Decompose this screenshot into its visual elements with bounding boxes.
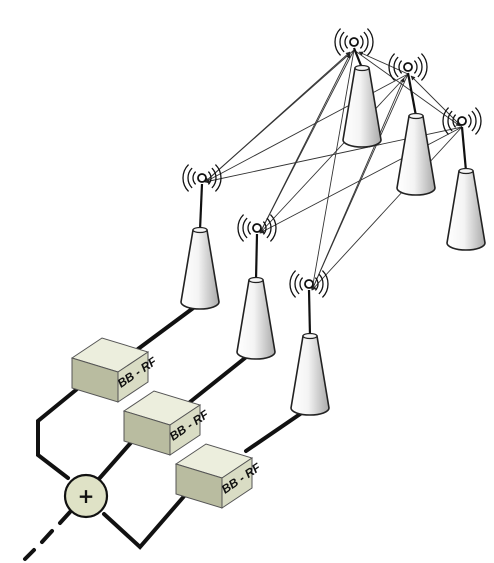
radio-waves-icon	[334, 28, 374, 56]
antenna-head-icon	[197, 173, 207, 183]
tower-top	[354, 64, 370, 72]
antenna-head-icon	[403, 62, 413, 72]
antenna-tower-back-2	[388, 53, 436, 196]
bb-rf-module-1: BB - RF	[70, 337, 160, 403]
antenna-head-icon	[457, 116, 467, 126]
module-face	[221, 457, 253, 509]
antenna-mast	[406, 72, 418, 117]
tower-body	[236, 279, 276, 360]
feed-line-1	[136, 301, 202, 351]
feed-lines	[36, 301, 308, 550]
tower-body	[180, 229, 220, 310]
tower-top	[302, 332, 318, 340]
radio-waves-icon	[388, 53, 428, 81]
antenna-mast	[198, 183, 204, 231]
radio-waves-icon	[289, 270, 329, 298]
tower-body	[396, 115, 436, 196]
tower-top	[458, 167, 474, 175]
tower-body	[446, 170, 486, 251]
antenna-head-icon	[304, 279, 314, 289]
radio-links	[204, 49, 463, 291]
antenna-tower-2	[236, 214, 277, 360]
combiner: +	[63, 473, 109, 519]
combiner-circle	[63, 473, 109, 519]
module-face	[169, 404, 201, 456]
radio-waves-icon	[182, 164, 222, 192]
bb-rf-module-3: BB - RF	[174, 443, 264, 509]
antenna-tower-1	[180, 164, 222, 310]
feed-line-3b	[102, 492, 188, 550]
feed-line-3	[244, 408, 308, 453]
input-line	[23, 510, 72, 561]
combiner-symbol: +	[78, 484, 95, 508]
antenna-towers	[180, 28, 486, 416]
antenna-tower-back-1	[334, 28, 382, 148]
feed-line-1b	[36, 383, 84, 480]
feed-line-2	[188, 352, 252, 404]
antenna-head-icon	[349, 37, 359, 47]
tower-body	[342, 67, 382, 148]
tower-top	[408, 112, 424, 120]
antenna-mast	[307, 289, 312, 337]
module-face	[117, 351, 149, 403]
antenna-mast	[254, 233, 259, 281]
tower-top	[192, 226, 208, 234]
antenna-tower-back-3	[442, 107, 486, 251]
feed-line-2b	[96, 436, 137, 482]
antenna-mast	[352, 47, 364, 69]
antenna-head-icon	[252, 223, 262, 233]
radio-waves-icon	[442, 107, 482, 135]
tower-top	[248, 276, 264, 284]
tower-body	[290, 335, 330, 416]
antenna-tower-3	[289, 270, 330, 416]
bb-rf-module-2: BB - RF	[122, 390, 212, 456]
radio-waves-icon	[237, 214, 277, 242]
antenna-mast	[460, 126, 468, 172]
